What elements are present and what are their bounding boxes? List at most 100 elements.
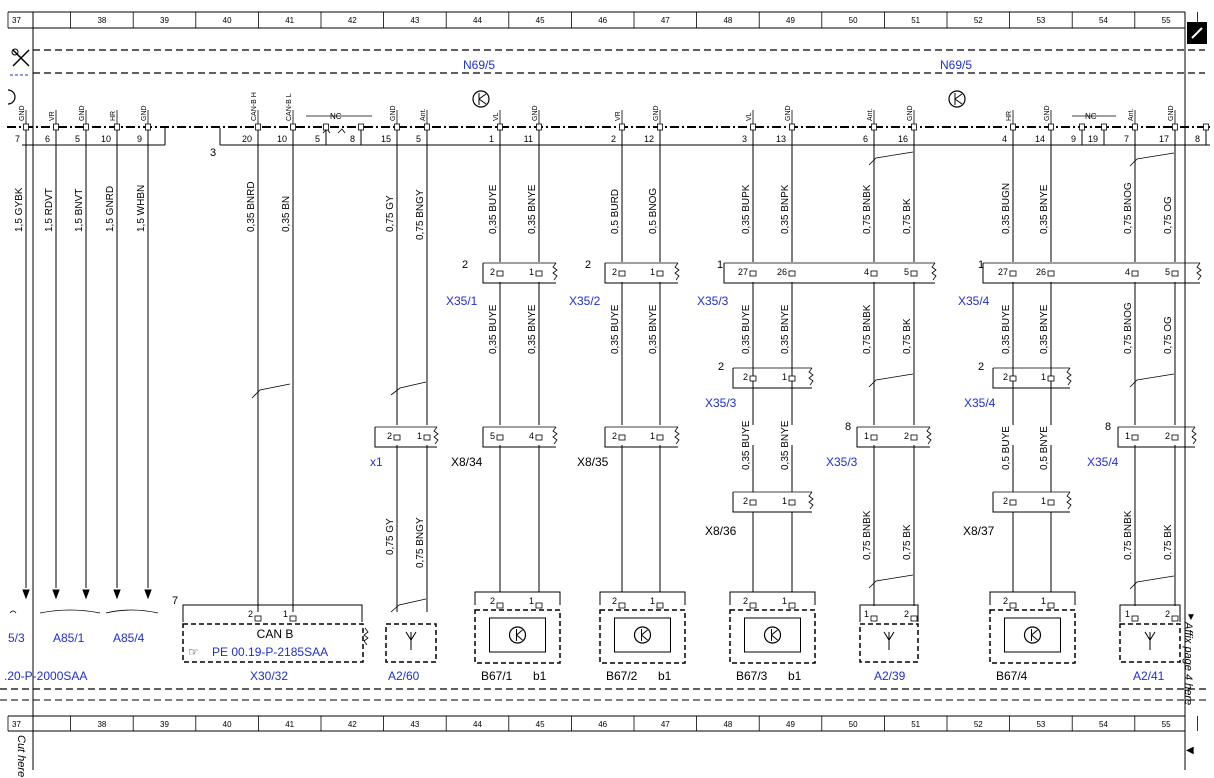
pin-terminal [750,123,756,131]
pin-id: 13 [776,134,786,144]
column-number: 51 [911,720,920,729]
pin-terminal [1132,123,1138,131]
wire-label: 0,5 BUYE [1001,426,1012,470]
pin-id: 2 [904,609,909,619]
pin-id: 2 [612,267,617,277]
shield-mark [390,598,427,613]
connector-label: X35/4 [964,396,996,410]
pin-id: 20 [242,134,252,144]
shield-mark [251,383,291,399]
connector-label: X35/3 [697,294,729,308]
component-label: B67/4 [996,669,1028,683]
connector-label: x1 [370,455,383,469]
pin-id: 1 [650,267,655,277]
column-number: 41 [285,720,294,729]
wire-label: 0,75 OG [1163,316,1174,354]
pin-terminal [1172,123,1178,131]
svg-text:NC: NC [1085,112,1097,121]
connector-number: 8 [1105,421,1111,433]
pin-id: 5 [75,134,80,144]
pin-terminal [536,123,542,131]
shield-mark [868,373,914,388]
pin-id: 14 [1035,134,1045,144]
pin-id: 4 [864,267,869,277]
wire-label: 0,35 BUYE [741,304,752,354]
column-number: 54 [1099,720,1108,729]
pin-id: 2 [612,431,617,441]
pin-id: 10 [101,134,111,144]
column-number: 52 [974,16,983,25]
pin-id: 16 [898,134,908,144]
column-number: 45 [536,16,545,25]
pin-id: 11 [524,134,533,144]
wire-label: 1,5 RDVT [44,188,55,232]
pin-id: 1 [1041,496,1046,506]
svg-text:NC: NC [330,112,342,121]
wire-label: 0,75 GY [385,518,396,555]
connector-label: X35/2 [569,294,601,308]
pin-id: 1 [650,596,655,606]
connector-number: 2 [462,259,468,271]
column-number: 52 [974,720,983,729]
connector-label: X35/3 [705,396,737,410]
pin-id: 4 [529,431,534,441]
pin-terminal [657,123,663,131]
nc-marker-right: NC [1072,112,1116,121]
component-sublabel: b1 [788,669,802,683]
pin-id: 19 [1088,134,1098,144]
column-number: 55 [1162,16,1171,25]
component-label: B67/2 [606,669,638,683]
column-number: 37 [12,720,21,729]
wire-label: 0,75 BNGY [415,517,426,568]
arrow-icon [22,589,30,600]
connector-number: 7 [172,595,178,607]
pin-signal: VR [615,111,622,121]
pin-id: 6 [45,134,50,144]
column-number: 37 [12,16,21,25]
pin-terminal [290,123,296,131]
sensor-symbol-icon [472,90,490,108]
column-number: 43 [410,720,419,729]
reference-text: .20-P-2000SAA [4,669,87,683]
wire-label: 0,75 BNBK [862,304,873,354]
wire-label: 0,35 BNYE [780,304,791,354]
antenna-icon [405,631,417,650]
document-icon [1187,22,1207,44]
shield-mark [390,381,427,396]
column-number: 53 [1036,720,1045,729]
wire-label: 0,35 BUYE [488,184,499,234]
shield-mark [868,574,914,589]
pin-terminal [323,123,329,131]
column-number: 42 [348,16,357,25]
pin-id: 10 [277,134,287,144]
wire-label: 0,75 GY [385,195,396,232]
pin-id: 8 [350,134,355,144]
connector-number: 1 [978,259,984,271]
pin-signal: Ant. [1128,108,1135,121]
wire-label: 0,35 BNYE [780,420,791,470]
pin-id: 7 [15,134,20,144]
wire-label: 0,35 BUYE [741,420,752,470]
pin-id: 12 [644,134,654,144]
shield-mark [868,151,914,166]
connector-label: X35/3 [826,455,858,469]
connector-label: X8/34 [451,455,483,469]
pin-signal: GND [653,105,660,121]
wire-label: 0,75 BNBK [1123,510,1134,560]
wire-label: 0,35 BUYE [1001,304,1012,354]
pin-terminal [1079,123,1085,131]
pin-signal: VL [493,112,500,121]
component-a2-60: A2/60 [385,623,437,683]
pin-id: 4 [1002,134,1007,144]
pin-signal: VR [49,111,56,121]
connector-number: 2 [978,361,984,373]
